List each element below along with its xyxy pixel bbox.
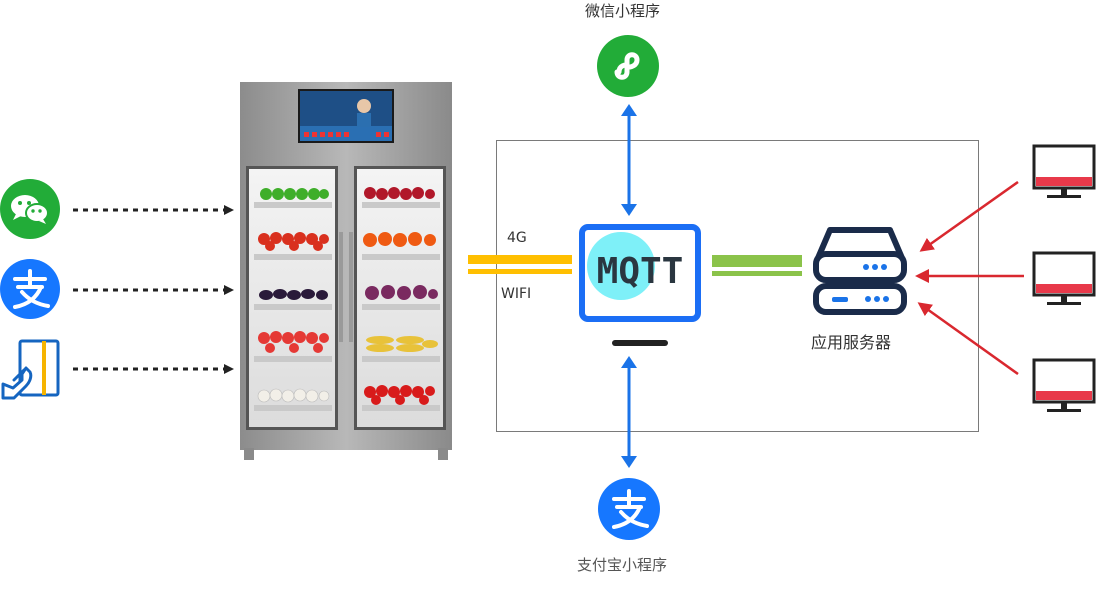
alipay-miniprogram-label: 支付宝小程序 [577, 556, 668, 574]
monitor-icon [1031, 250, 1096, 308]
blue-double-arrow-bottom [621, 356, 637, 468]
wechat-miniprogram-label: 微信小程序 [585, 2, 661, 20]
red-arrow-bottom [917, 302, 1019, 376]
system-boundary-frame [496, 140, 979, 432]
alipay-miniprogram-icon [598, 478, 660, 540]
green-link-line-top [712, 255, 802, 267]
label-wifi: WIFI [501, 286, 532, 302]
left-dotted-arrows [73, 205, 234, 374]
red-arrow-top [919, 180, 1019, 252]
yellow-link-line-bottom [468, 269, 572, 274]
wechat-icon [0, 179, 60, 239]
label-4g: 4G [507, 230, 527, 246]
card-tap-icon [0, 338, 62, 400]
monitor-icon [1031, 357, 1096, 415]
mqtt-label: MQTT [596, 251, 684, 292]
red-arrows [915, 180, 1024, 376]
monitor-icon [1031, 143, 1096, 201]
green-link-line-bottom [712, 271, 802, 276]
server-icon [812, 224, 908, 316]
yellow-link-line-top [468, 255, 572, 264]
alipay-icon [0, 259, 60, 319]
miniprogram-icon [597, 35, 659, 97]
blue-double-arrow-top [621, 104, 637, 216]
mqtt-broker-icon [579, 224, 701, 354]
vending-fridge-image [240, 82, 452, 460]
app-server-label: 应用服务器 [811, 333, 892, 352]
